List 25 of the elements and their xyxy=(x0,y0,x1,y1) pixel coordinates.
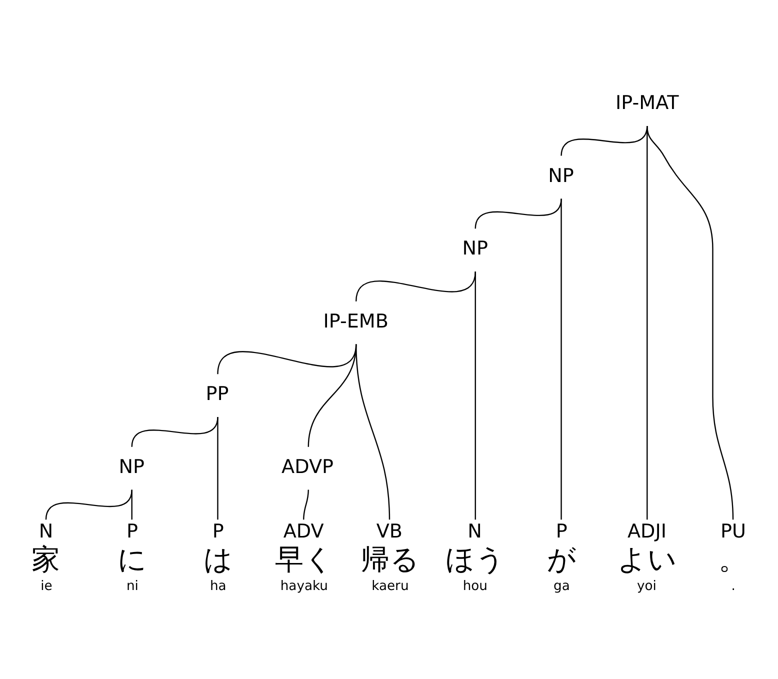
connector xyxy=(44,490,132,520)
connector xyxy=(130,490,132,520)
node-text: NP xyxy=(118,456,144,478)
node-text: VB 帰る kaeru xyxy=(360,520,420,594)
node-text: ADJI よい yoi xyxy=(616,520,677,594)
node-text: IP-EMB xyxy=(322,310,388,332)
connector xyxy=(355,271,476,302)
node-text: NP xyxy=(548,164,574,187)
connector xyxy=(216,417,218,520)
connector xyxy=(560,198,562,520)
node-text: N ほう hou xyxy=(445,520,506,594)
connector xyxy=(474,272,476,520)
node-text: IP-MAT xyxy=(615,92,678,114)
node-text: ADVP xyxy=(281,456,334,478)
node-text: N 家 ie xyxy=(31,520,60,594)
node-text: P は ha xyxy=(202,520,233,594)
node-text: PU 。 . xyxy=(718,520,748,594)
node-text: P が ga xyxy=(546,520,576,594)
node-text: NP xyxy=(462,238,488,260)
connector xyxy=(302,490,308,520)
connector xyxy=(355,344,390,520)
node-text: P に ni xyxy=(117,520,148,594)
node-text: PP xyxy=(205,383,228,406)
connector xyxy=(646,126,734,520)
node-text: ADV 早く hayaku xyxy=(274,520,334,594)
